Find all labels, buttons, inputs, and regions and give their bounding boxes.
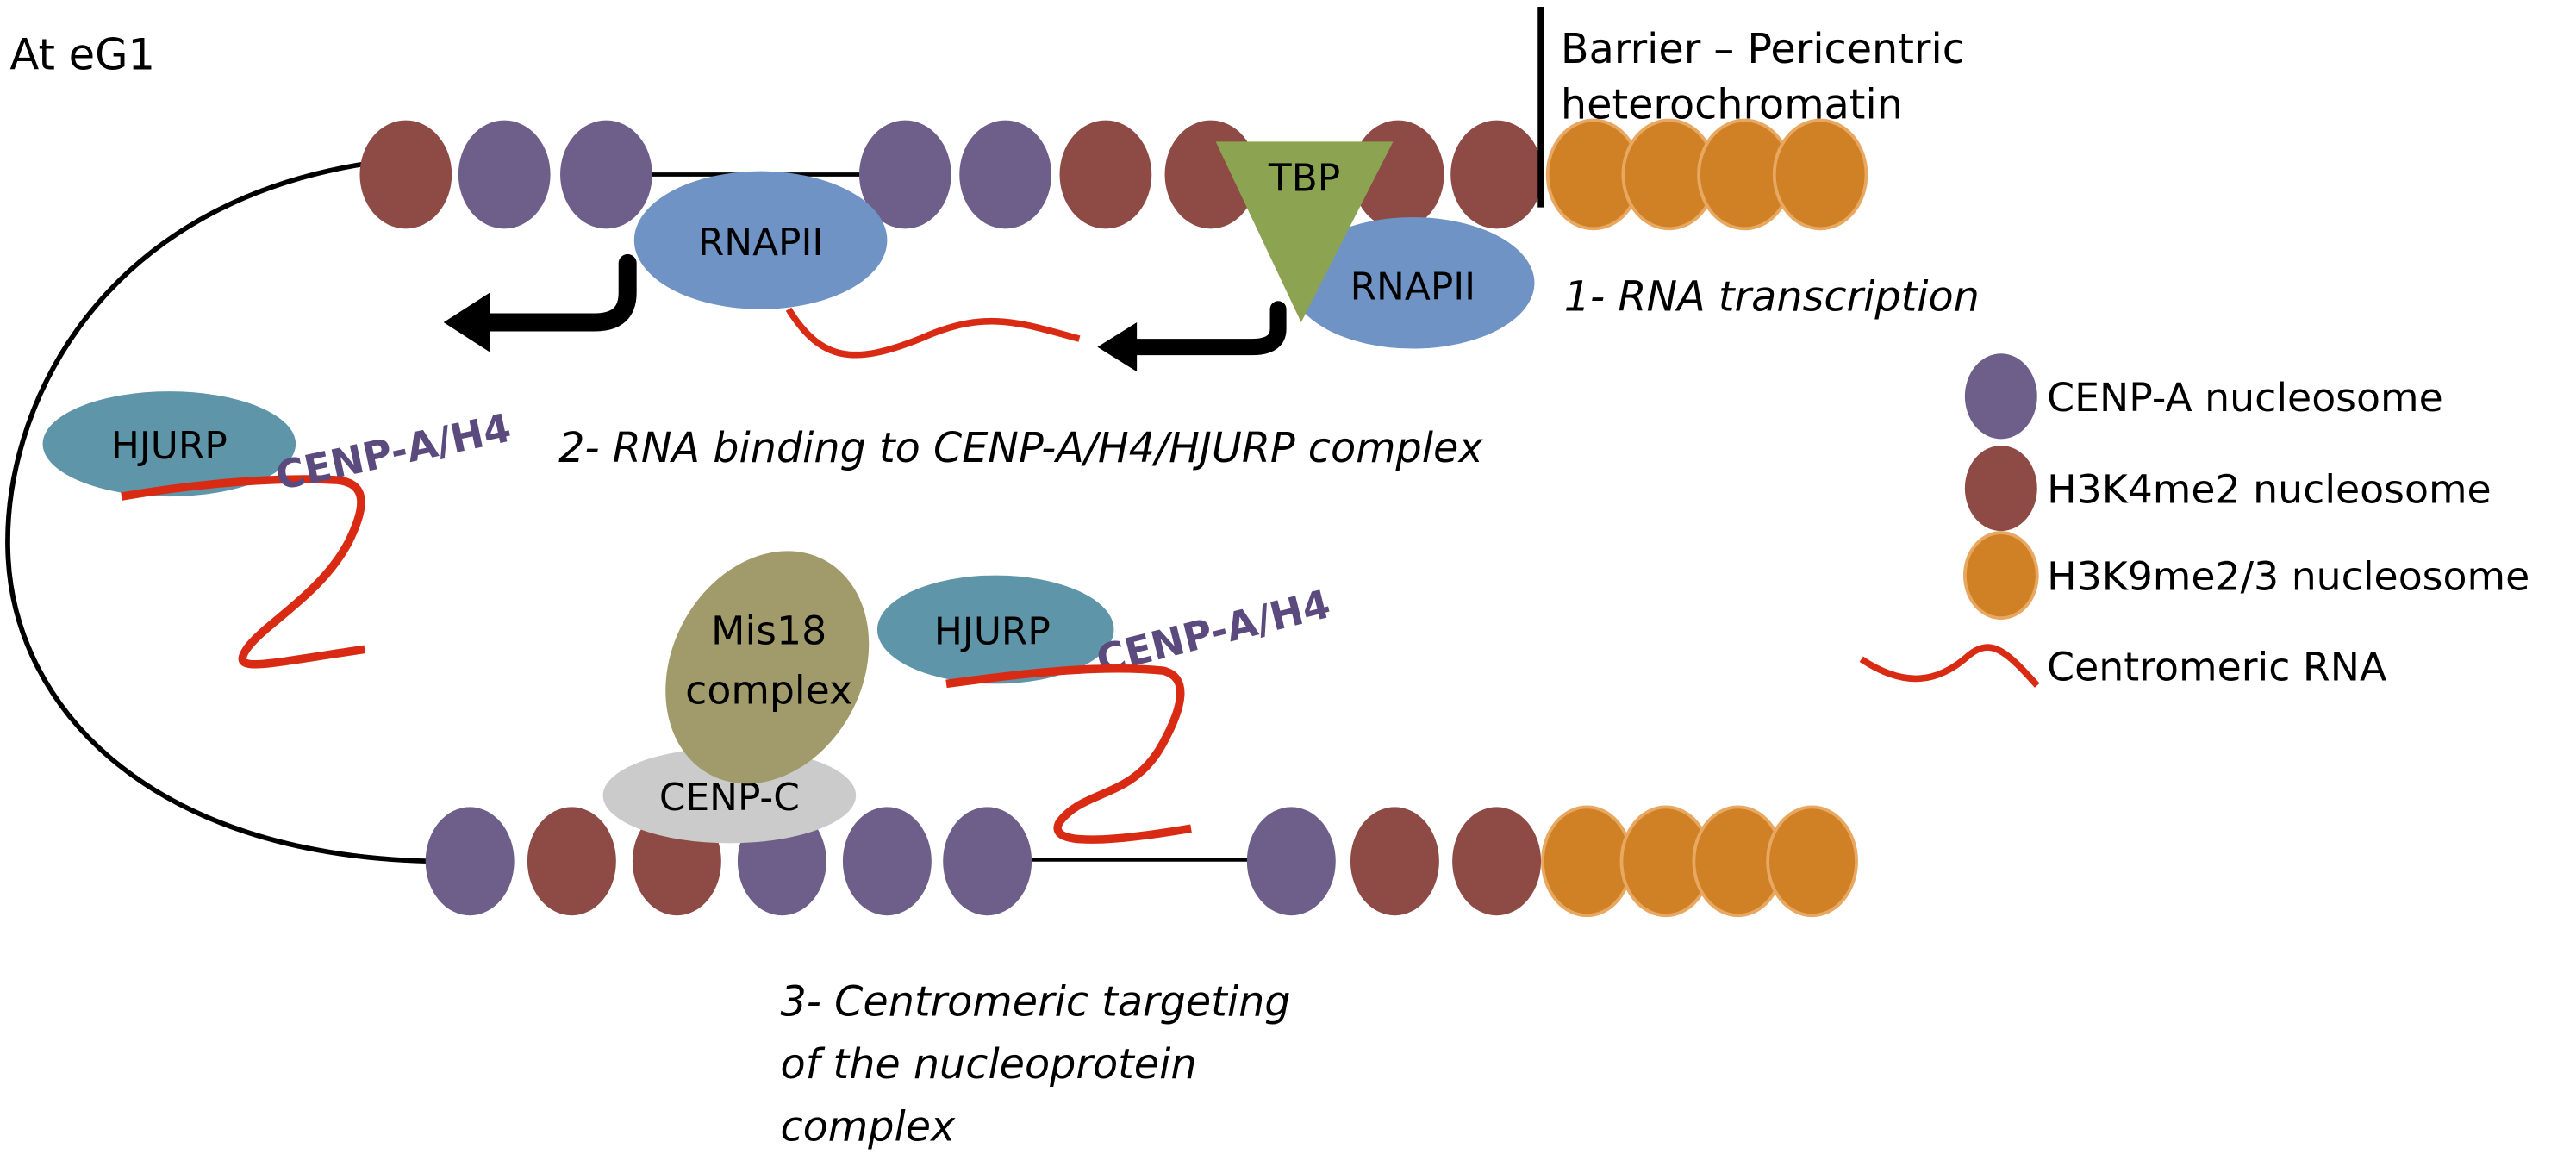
bound-centromeric-rna-1 <box>121 475 365 669</box>
figure-title: At eG1 <box>9 29 155 79</box>
rnapii-2-label: RNAPII <box>1350 265 1476 309</box>
step3-label-line2: of the nucleoprotein <box>780 1041 1196 1089</box>
cenp-a-nucleosome <box>1246 807 1336 916</box>
mis18-label-line1: Mis18 <box>711 608 826 654</box>
step3-label-line1: 3- Centromeric targeting <box>780 978 1290 1026</box>
h3k4me2-nucleosome <box>1452 807 1542 916</box>
hjurp-2-label: HJURP <box>934 610 1051 654</box>
cenp-a-nucleosome <box>425 807 515 916</box>
tbp-triangle <box>1215 141 1394 323</box>
step1-label: 1- RNA transcription <box>1564 274 1980 321</box>
mis18-label-line2: complex <box>685 667 852 713</box>
top-chromatin-row <box>359 118 1868 231</box>
legend-label: Centromeric RNA <box>2047 645 2386 690</box>
cenp-a-nucleosome <box>943 807 1032 916</box>
barrier-label-line1: Barrier – Pericentric <box>1561 26 1965 73</box>
barrier-label-line2: heterochromatin <box>1561 82 1903 129</box>
step2-label: 2- RNA binding to CENP-A/H4/HJURP comple… <box>558 425 1483 472</box>
bound-centromeric-rna-2 <box>945 664 1192 844</box>
hjurp-2 <box>876 575 1114 684</box>
cenp-a-nucleosome <box>458 120 551 229</box>
nascent-centromeric-rna <box>785 307 1081 359</box>
rnapii-2 <box>1291 217 1535 349</box>
chromatin-loop <box>5 159 431 864</box>
step3-label-line3: complex <box>780 1103 956 1151</box>
legend-label: H3K9me2/3 nucleosome <box>2047 554 2529 600</box>
cenp-a-nucleosome <box>842 807 932 916</box>
h3k9me-nucleosome <box>1772 118 1868 231</box>
h3k9me-nucleosome <box>1541 805 1633 918</box>
cenp-a-nucleosome <box>959 120 1051 229</box>
cenp-c-label: CENP-C <box>659 776 800 820</box>
legend-label: H3K4me2 nucleosome <box>2047 467 2492 513</box>
h3k4me2-nucleosome <box>359 120 452 229</box>
transcription-arrow-1 <box>443 253 637 352</box>
h3k4me2-nucleosome <box>1350 807 1439 916</box>
legend-h3k9me-swatch <box>1962 531 2039 621</box>
hjurp-1-label: HJURP <box>111 424 228 468</box>
tbp-label: TBP <box>1268 157 1340 201</box>
cenp-a-h4-label-1: CENP-A/H4 <box>271 405 515 499</box>
legend-h3k4me2-swatch <box>1964 446 2037 532</box>
h3k4me2-nucleosome <box>527 807 616 916</box>
legend-rna-icon <box>1859 644 2040 688</box>
h3k4me2-nucleosome <box>1450 120 1543 229</box>
hjurp-1 <box>42 391 296 497</box>
legend-label: CENP-A nucleosome <box>2047 375 2443 421</box>
h3k4me2-nucleosome <box>1059 120 1152 229</box>
cenp-a-nucleosome <box>858 120 951 229</box>
legend-cenp-a-swatch <box>1964 353 2037 440</box>
rnapii-1-label: RNAPII <box>698 221 824 265</box>
rnapii-1 <box>633 171 888 309</box>
mis18-complex <box>665 551 870 784</box>
bottom-chromatin-row <box>425 805 1858 918</box>
transcription-arrow-2 <box>1097 301 1287 372</box>
h3k9me-nucleosome <box>1766 805 1858 918</box>
cenp-a-nucleosome <box>560 120 652 229</box>
